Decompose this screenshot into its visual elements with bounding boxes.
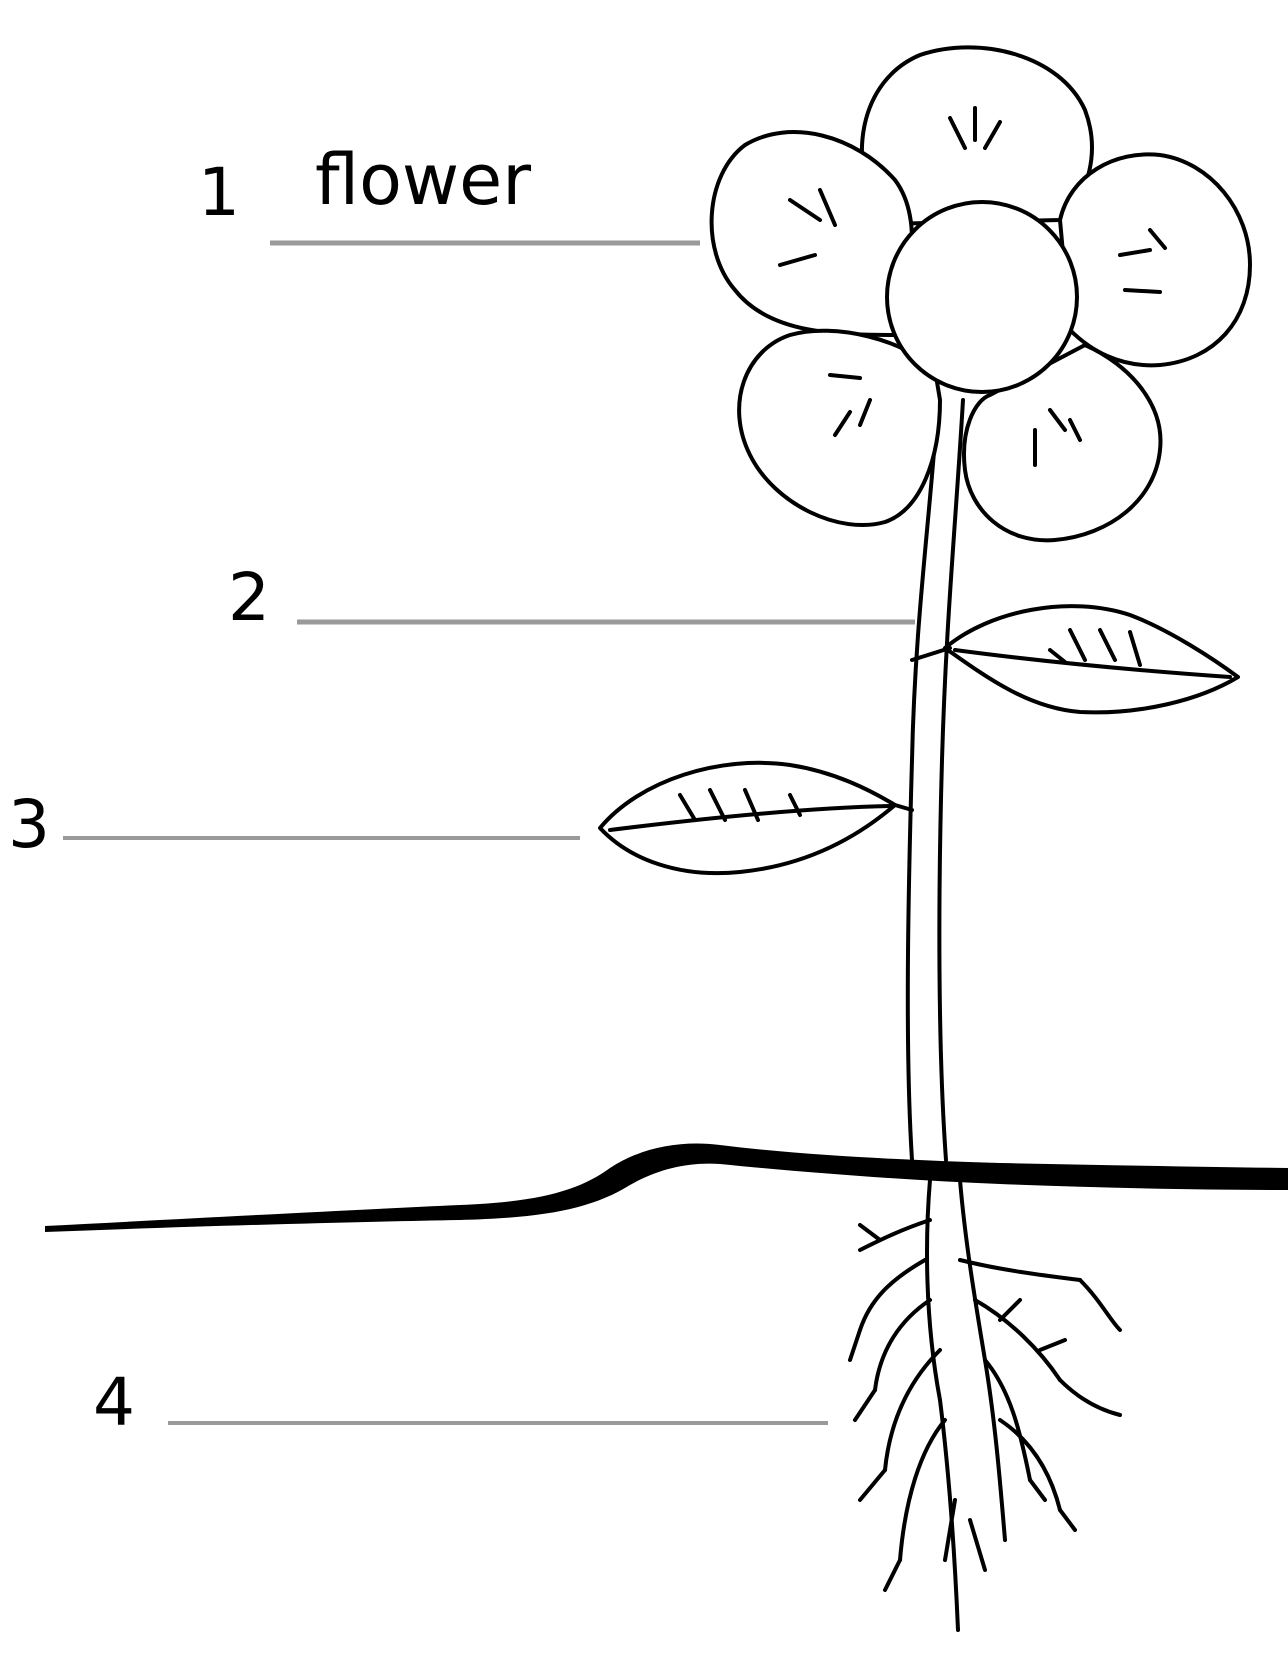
- flower-center: [887, 202, 1077, 392]
- roots: [850, 1180, 1120, 1630]
- ground-line: [45, 1144, 1288, 1232]
- label-number-4: 4: [93, 1370, 135, 1436]
- flower-head: [712, 47, 1250, 540]
- label-number-3: 3: [8, 792, 50, 858]
- petal-upper-right: [1060, 154, 1250, 365]
- label-number-1: 1: [198, 160, 240, 226]
- stem: [908, 400, 963, 1160]
- label-number-2: 2: [228, 565, 270, 631]
- leaf-left: [600, 763, 912, 873]
- leaf-right: [912, 606, 1238, 712]
- label-answer-1: flower: [315, 145, 531, 215]
